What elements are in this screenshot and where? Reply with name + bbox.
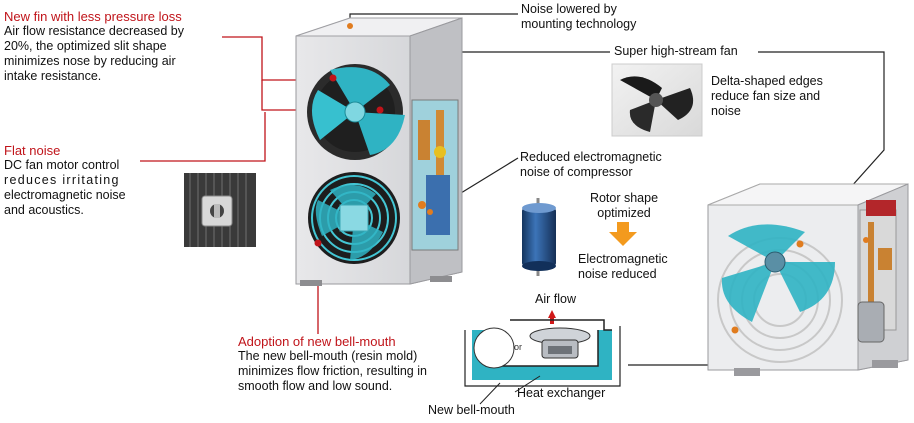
new-fin-line-3: minimizes nose by reducing air bbox=[4, 54, 176, 68]
bell-mouth-line-2: minimizes flow friction, resulting in bbox=[238, 364, 427, 378]
compressor-title-line-2: noise of compressor bbox=[520, 165, 633, 179]
noise-lowered-line-2: mounting technology bbox=[521, 17, 637, 31]
noise-lowered-annotation: Noise lowered by mounting technology bbox=[521, 2, 721, 32]
bell-mouth-title: Adoption of new bell-mouth bbox=[238, 334, 396, 349]
new-fin-line-2: 20%, the optimized slit shape bbox=[4, 39, 167, 53]
fan-description: Delta-shaped edges reduce fan size and n… bbox=[711, 74, 851, 119]
fan-desc-line-1: Delta-shaped edges bbox=[711, 74, 823, 88]
bellmouth-diagram bbox=[464, 310, 621, 405]
fan-title: Super high-stream fan bbox=[614, 44, 738, 58]
new-fin-line-4: intake resistance. bbox=[4, 69, 102, 83]
fan-desc-line-2: reduce fan size and bbox=[711, 89, 821, 103]
bell-mouth-annotation: Adoption of new bell-mouth The new bell-… bbox=[238, 334, 478, 394]
bell-mouth-line-3: smooth flow and low sound. bbox=[238, 379, 393, 393]
rotor-line-2: optimized bbox=[597, 206, 651, 220]
em-reduced-line-2: noise reduced bbox=[578, 267, 657, 281]
fan-desc-line-3: noise bbox=[711, 104, 741, 118]
rotor-label: Rotor shape optimized bbox=[574, 191, 674, 221]
em-reduced-line-1: Electromagnetic bbox=[578, 252, 668, 266]
left-outdoor-unit bbox=[295, 17, 463, 286]
new-fin-title: New fin with less pressure loss bbox=[4, 9, 182, 24]
compressor-title: Reduced electromagnetic noise of compres… bbox=[520, 150, 720, 180]
em-reduced-label: Electromagnetic noise reduced bbox=[578, 252, 688, 282]
new-fin-annotation: New fin with less pressure loss Air flow… bbox=[4, 9, 244, 84]
noise-lowered-line-1: Noise lowered by bbox=[521, 2, 617, 16]
flat-noise-annotation: Flat noise DC fan motor control reduces … bbox=[4, 143, 174, 218]
heat-exchanger-label: Heat exchanger bbox=[517, 386, 606, 400]
right-outdoor-unit bbox=[707, 183, 909, 376]
rotor-line-1: Rotor shape bbox=[589, 191, 659, 205]
flat-noise-line-2: reduces irritating bbox=[4, 173, 120, 187]
flat-noise-line-1: DC fan motor control bbox=[4, 158, 120, 172]
flat-noise-title: Flat noise bbox=[4, 143, 61, 158]
flat-noise-line-3: electromagnetic noise bbox=[4, 188, 126, 202]
new-bell-mouth-label: New bell-mouth bbox=[428, 403, 515, 417]
orange-down-arrow bbox=[609, 222, 637, 246]
flat-noise-photo bbox=[184, 173, 256, 247]
bell-mouth-line-1: The new bell-mouth (resin mold) bbox=[238, 349, 418, 363]
compressor-rotor bbox=[522, 198, 556, 276]
compressor-title-line-1: Reduced electromagnetic bbox=[520, 150, 662, 164]
flat-noise-line-4: and acoustics. bbox=[4, 203, 84, 217]
new-fin-line-1: Air flow resistance decreased by bbox=[4, 24, 184, 38]
leader-flat-noise bbox=[140, 112, 266, 162]
air-flow-label: Air flow bbox=[535, 292, 576, 306]
fan-photo bbox=[611, 63, 703, 137]
